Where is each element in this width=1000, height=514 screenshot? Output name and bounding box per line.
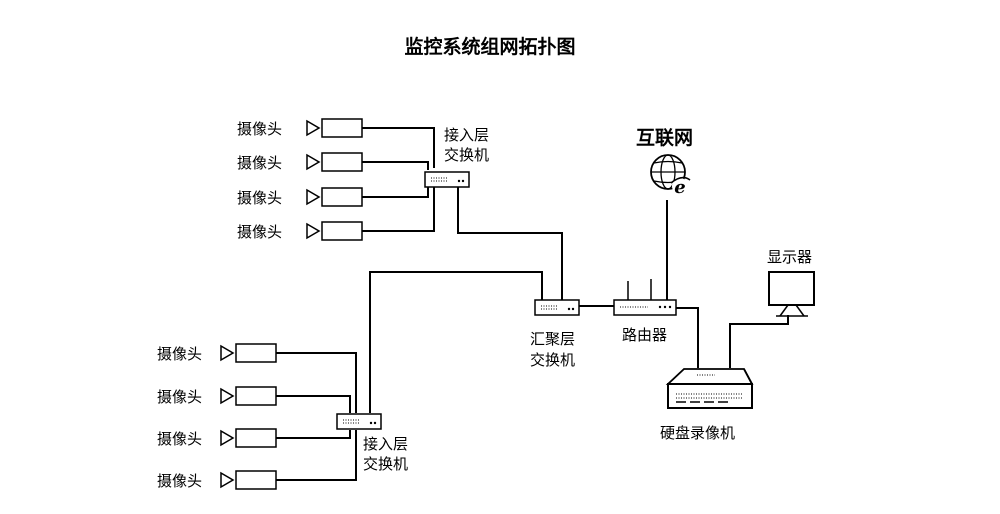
link-upper-cam1-switch	[362, 127, 435, 168]
camera-label: 摄像头	[157, 345, 203, 363]
link-upper-switch-aggregation	[457, 187, 563, 302]
link-upper-cam3-switch	[362, 187, 429, 198]
camera-label: 摄像头	[157, 388, 203, 406]
switch-icon	[534, 299, 580, 316]
camera-label: 摄像头	[237, 120, 283, 138]
camera-label: 摄像头	[237, 223, 283, 241]
link-lower-cam1-switch	[276, 352, 357, 413]
nvr-label: 硬盘录像机	[660, 424, 736, 442]
globe-browser-icon: e	[650, 154, 691, 198]
link-lower-cam2-switch	[276, 395, 351, 413]
monitor-label: 显示器	[767, 248, 813, 266]
camera-icon	[306, 221, 363, 241]
internet-label: 互联网	[636, 127, 694, 149]
router-label: 路由器	[622, 326, 668, 344]
link-lower-cam4-switch	[276, 430, 357, 481]
connection-lines	[276, 127, 789, 481]
nvr-icon	[665, 368, 754, 409]
upper-access-switch-label-line1: 接入层	[444, 126, 490, 144]
router-icon	[613, 279, 677, 316]
switch-icon	[336, 413, 382, 430]
camera-icon	[306, 118, 363, 138]
camera-icon	[220, 470, 277, 490]
link-nvr-monitor	[729, 315, 789, 368]
camera-icon	[220, 428, 277, 448]
camera-label: 摄像头	[157, 430, 203, 448]
diagram-title: 监控系统组网拓扑图	[404, 36, 576, 58]
camera-icon	[220, 386, 277, 406]
camera-label: 摄像头	[157, 472, 203, 490]
link-router-nvr	[676, 307, 699, 368]
monitor-icon	[768, 271, 815, 317]
aggregation-switch-label-line1: 汇聚层	[530, 330, 576, 348]
camera-icon	[220, 343, 277, 363]
camera-icon	[306, 152, 363, 172]
camera-icon	[306, 187, 363, 207]
lower-access-switch-label-line1: 接入层	[363, 435, 409, 453]
upper-access-switch-label-line2: 交换机	[444, 146, 490, 164]
lower-access-switch-label-line2: 交换机	[363, 455, 409, 473]
svg-text:e: e	[674, 177, 685, 198]
link-lower-switch-aggregation	[369, 271, 543, 413]
link-upper-cam2-switch	[362, 161, 429, 170]
camera-label: 摄像头	[237, 154, 283, 172]
aggregation-switch-label-line2: 交换机	[530, 351, 576, 369]
link-lower-cam3-switch	[276, 430, 351, 439]
link-upper-cam4-switch	[362, 187, 435, 232]
switch-icon	[424, 171, 470, 188]
camera-label: 摄像头	[237, 189, 283, 207]
